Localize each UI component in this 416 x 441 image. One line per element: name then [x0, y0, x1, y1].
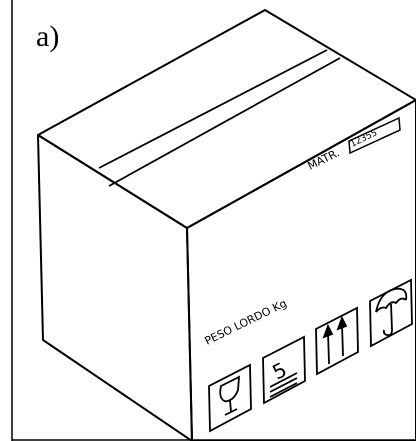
matricola-value-box: [348, 116, 401, 155]
box-top-face: [37, 9, 416, 229]
top-flap-seam-2: [108, 57, 341, 187]
keep-dry-icon: [369, 278, 413, 348]
stack-limit-value: 5: [268, 357, 290, 384]
matricola-tag: MATR. 12355: [306, 116, 401, 173]
gross-weight-label: PESO LORDO Kg: [203, 297, 289, 348]
box: [37, 9, 416, 441]
box-left-face: [37, 134, 193, 441]
top-flap-seam-1: [98, 49, 328, 169]
panel-label: a): [36, 20, 60, 53]
box-right-face: [186, 99, 416, 441]
fragile-glass-icon: [208, 363, 252, 433]
stack-limit-icon: 5: [262, 335, 306, 405]
this-way-up-icon: [315, 306, 359, 376]
matricola-label: MATR.: [306, 146, 342, 172]
